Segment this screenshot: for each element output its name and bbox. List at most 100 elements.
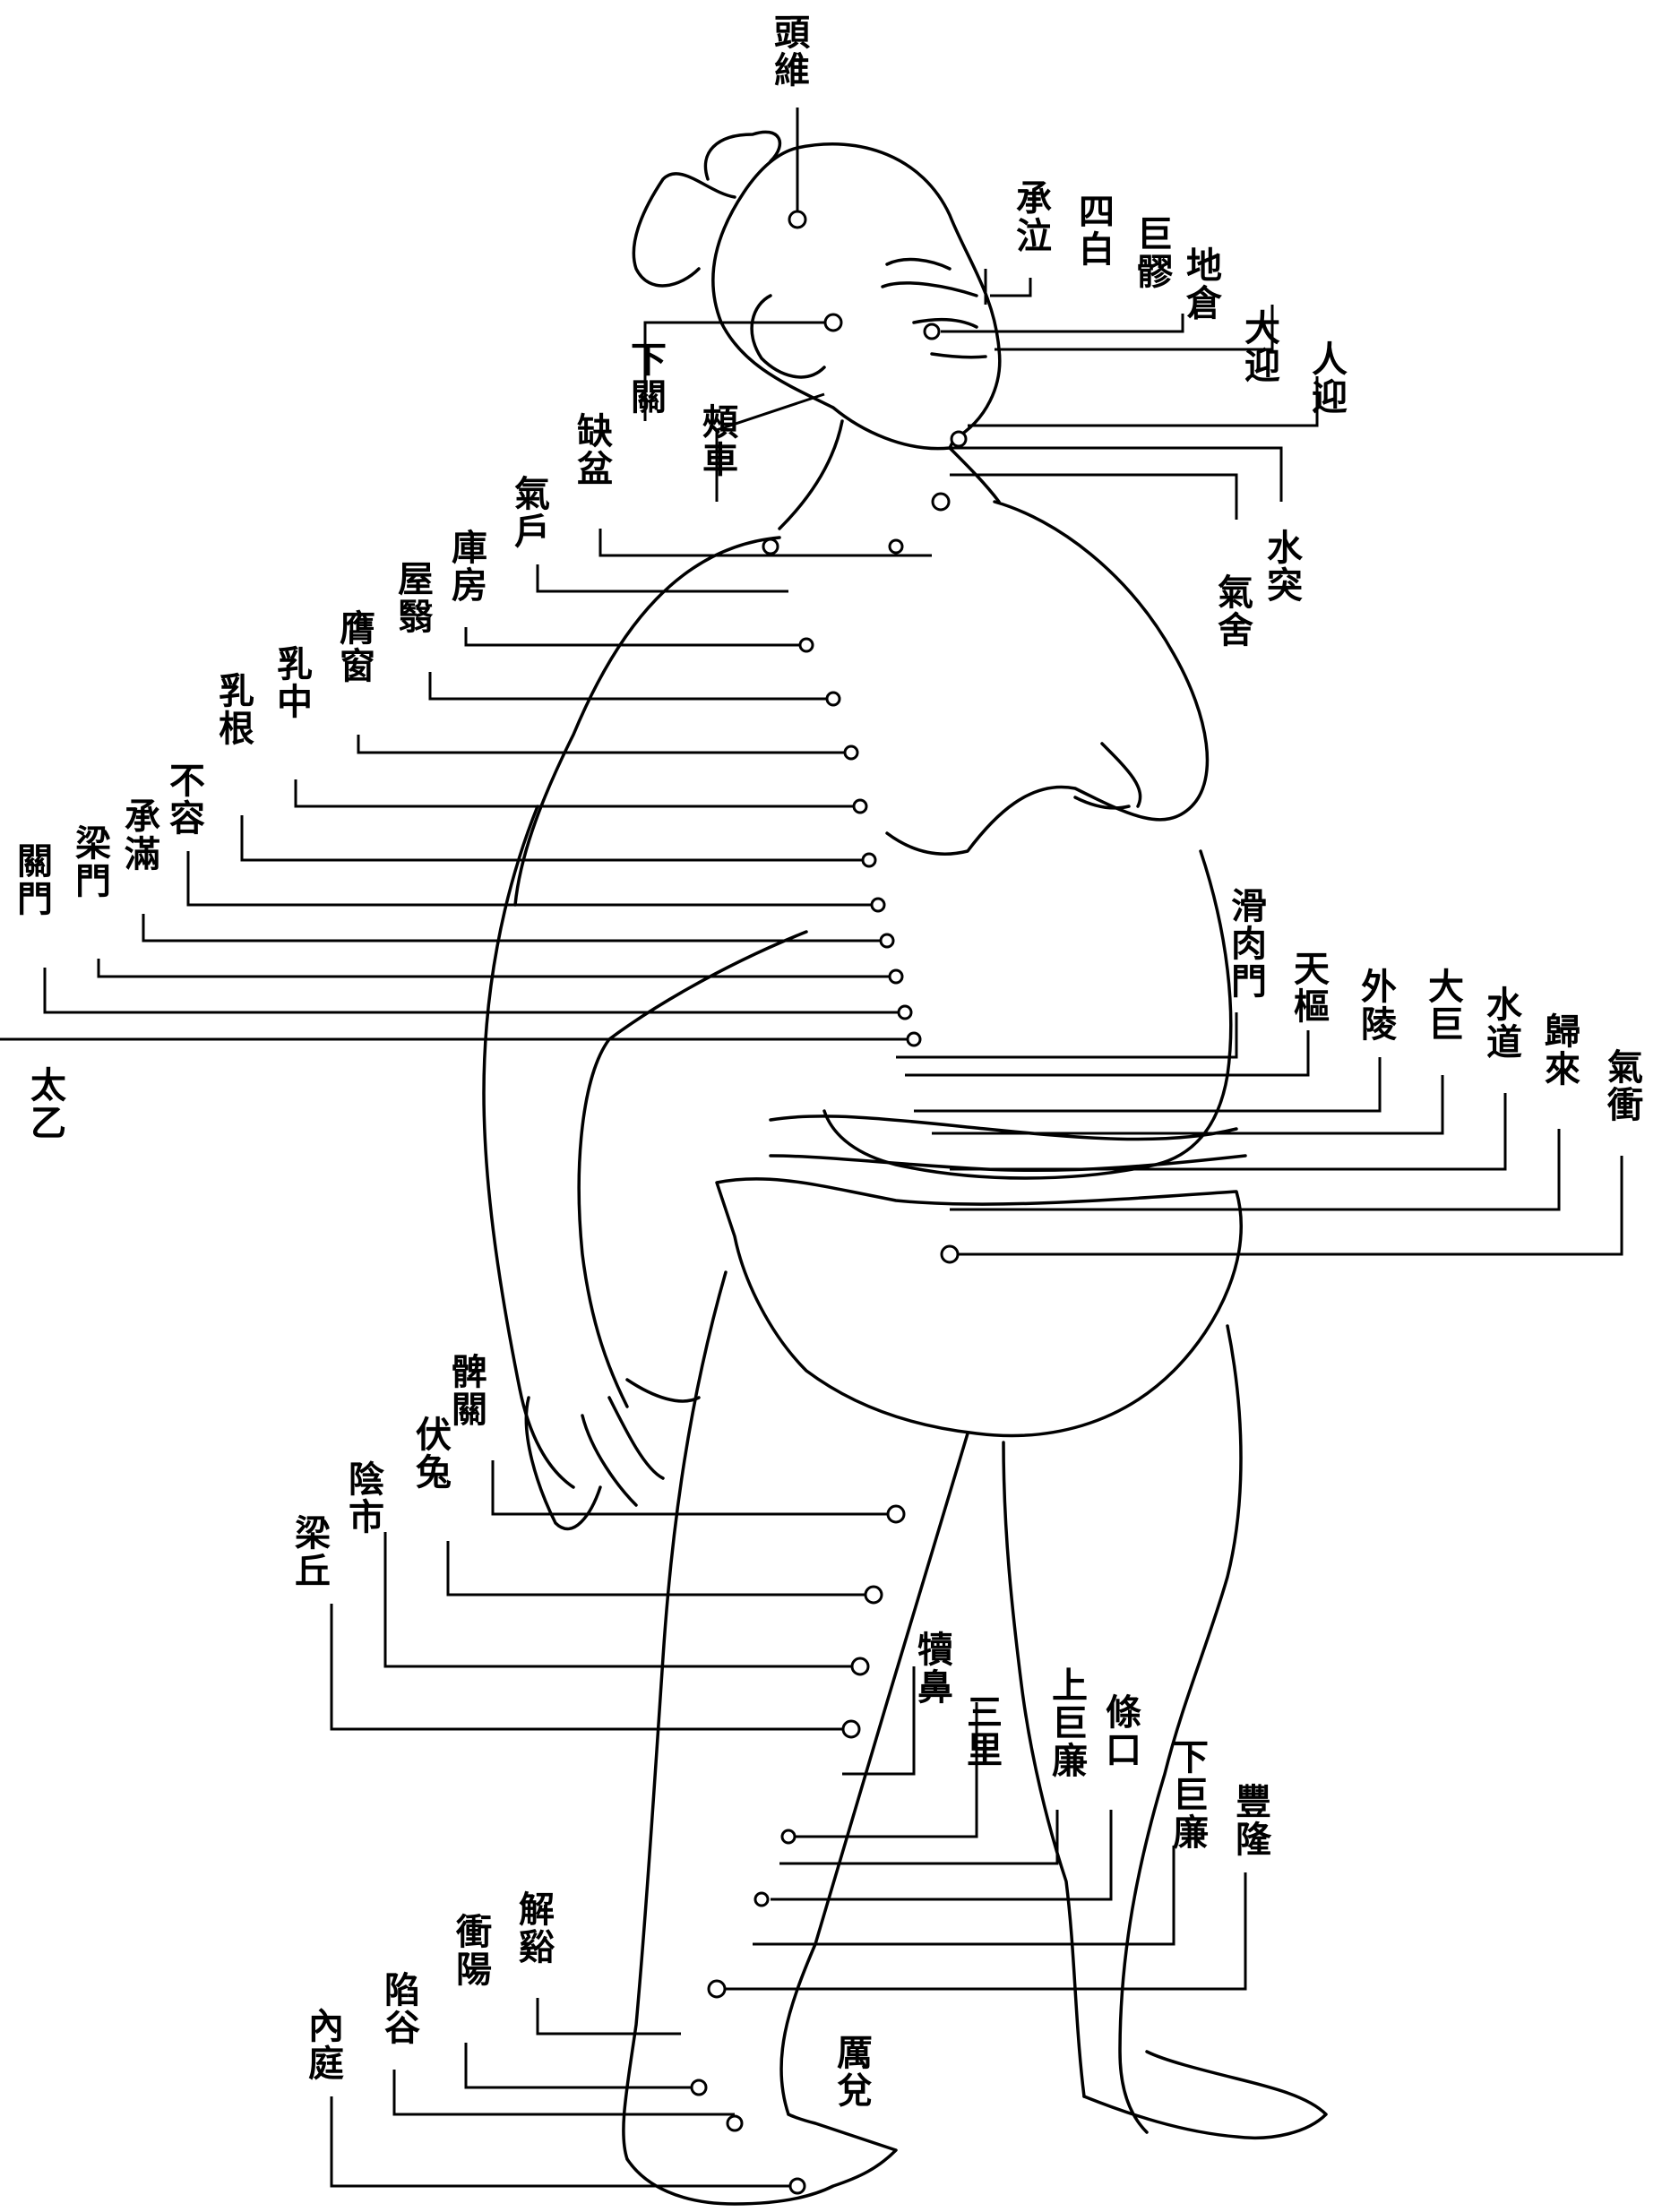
acupoint-fenglong: [709, 1981, 725, 1997]
label-shangjulian: 上巨廉: [1048, 1666, 1084, 1779]
label-jiexi: 解谿: [515, 1890, 551, 1966]
front-foot-outline: [627, 2114, 896, 2204]
label-leader-lines: [0, 108, 1622, 2186]
label-quepen: 缺盆: [573, 412, 609, 487]
face-features: [883, 260, 986, 357]
belly-outline: [824, 851, 1231, 1178]
acupoint-shuitu: [933, 494, 949, 510]
leader-jiexi: [538, 1998, 681, 2034]
label-qichong: 氣衝: [1604, 1048, 1640, 1123]
label-juliao: 巨髎: [1133, 215, 1169, 290]
acupoint-yingchuang: [845, 746, 857, 759]
leader-ruzhong: [296, 779, 860, 806]
leader-tianshu: [905, 1030, 1308, 1075]
label-fenglong: 豐隆: [1232, 1783, 1268, 1858]
leader-yingchuang: [358, 735, 851, 753]
hand-outline: [526, 1380, 699, 1528]
leader-fenglong: [717, 1872, 1245, 1989]
acupoint-renying: [952, 432, 966, 446]
label-huaroumen: 滑肉門: [1227, 887, 1263, 1000]
acupoint-xiangu: [728, 2116, 742, 2130]
acupoint-rugen: [863, 854, 875, 866]
shorts-outline: [717, 1179, 1241, 1436]
acupoint-liangqiu: [843, 1721, 859, 1737]
leader-liangmen: [99, 959, 896, 977]
hair-outline: [633, 132, 779, 286]
label-shuitu: 水突: [1263, 529, 1299, 604]
leader-yinshi: [385, 1532, 860, 1666]
leader-guanmen: [45, 968, 905, 1012]
acupoint-taiyi: [908, 1033, 920, 1046]
acupoint-kufang: [800, 639, 813, 651]
label-wuyi: 屋翳: [394, 560, 430, 635]
leader-xiangu: [394, 2070, 735, 2114]
label-sanli: 三里: [963, 1693, 999, 1769]
acupoint-neiting: [790, 2179, 805, 2193]
leader-kufang: [466, 627, 806, 645]
label-daying: 大迎: [1241, 309, 1277, 384]
ear-outline: [752, 296, 824, 377]
front-leg-outline: [624, 1272, 968, 2159]
acupoint-guanmen: [899, 1006, 911, 1019]
belt-outline: [771, 1116, 1245, 1170]
label-jiache: 頰車: [699, 403, 735, 478]
leader-futu: [448, 1541, 869, 1595]
head-outline: [713, 144, 1000, 449]
label-touwei: 頭維: [771, 13, 806, 89]
acupoint-sanli: [782, 1830, 795, 1843]
acupoint-yinshi: [852, 1658, 868, 1674]
label-xiangu: 陷谷: [381, 1971, 417, 2046]
arm-outline: [484, 806, 806, 1487]
acupoint-wuyi: [827, 693, 840, 705]
label-guanmen: 關門: [13, 842, 49, 917]
label-lidui: 厲兌: [833, 2034, 869, 2109]
label-yingchuang: 膺窗: [336, 609, 372, 684]
leader-sibai: [990, 278, 1030, 296]
acupoint-touwei: [789, 211, 805, 228]
label-liangmen: 梁門: [72, 824, 108, 899]
leader-daying: [995, 305, 1272, 349]
leader-daju: [932, 1075, 1442, 1133]
label-tianshu: 天樞: [1290, 950, 1326, 1025]
acupoint-biguan: [888, 1506, 904, 1522]
leader-chengman: [143, 914, 887, 941]
label-ruzhong: 乳中: [273, 645, 309, 720]
label-wailing: 外陵: [1357, 968, 1393, 1043]
label-dubi: 犢鼻: [914, 1631, 950, 1706]
label-renying: 人迎: [1308, 340, 1344, 416]
label-futu: 伏兔: [412, 1416, 448, 1491]
label-chengqi: 承泣: [1012, 179, 1048, 254]
leader-qishe: [950, 475, 1236, 520]
leader-dicang: [941, 314, 1183, 331]
acupoint-qichong: [942, 1246, 958, 1262]
acupoint-tiaokou: [755, 1893, 768, 1906]
label-tiaokou: 條口: [1102, 1693, 1138, 1769]
acupoint-burong: [872, 899, 884, 911]
leader-qihu: [538, 564, 788, 591]
label-kufang: 庫房: [448, 529, 484, 604]
leader-huaroumen: [896, 1012, 1236, 1057]
label-xiajulian: 下巨廉: [1169, 1738, 1205, 1851]
acupoint-xiaguan: [825, 314, 841, 331]
label-liangqiu: 梁丘: [291, 1514, 327, 1589]
acupoint-quepen: [890, 540, 902, 553]
acupoint-qihu: [763, 539, 778, 554]
acupoint-chengman: [881, 934, 893, 947]
label-biguan: 髀關: [448, 1353, 484, 1428]
label-rugen: 乳根: [215, 672, 251, 747]
acupoint-liangmen: [890, 970, 902, 983]
torso-front: [887, 502, 1207, 854]
label-dicang: 地倉: [1183, 246, 1219, 322]
label-taiyi: 太乙: [27, 1066, 63, 1141]
label-qishe: 氣舍: [1214, 573, 1250, 649]
label-guilai: 歸來: [1541, 1012, 1577, 1088]
label-sibai: 四白: [1075, 193, 1111, 268]
leader-chongyang: [466, 2043, 699, 2087]
label-neiting: 內庭: [305, 2007, 340, 2082]
leader-neiting: [332, 2096, 797, 2186]
leader-wuyi: [430, 672, 833, 699]
label-shuidao: 水道: [1483, 986, 1519, 1061]
label-daju: 大巨: [1425, 968, 1460, 1043]
